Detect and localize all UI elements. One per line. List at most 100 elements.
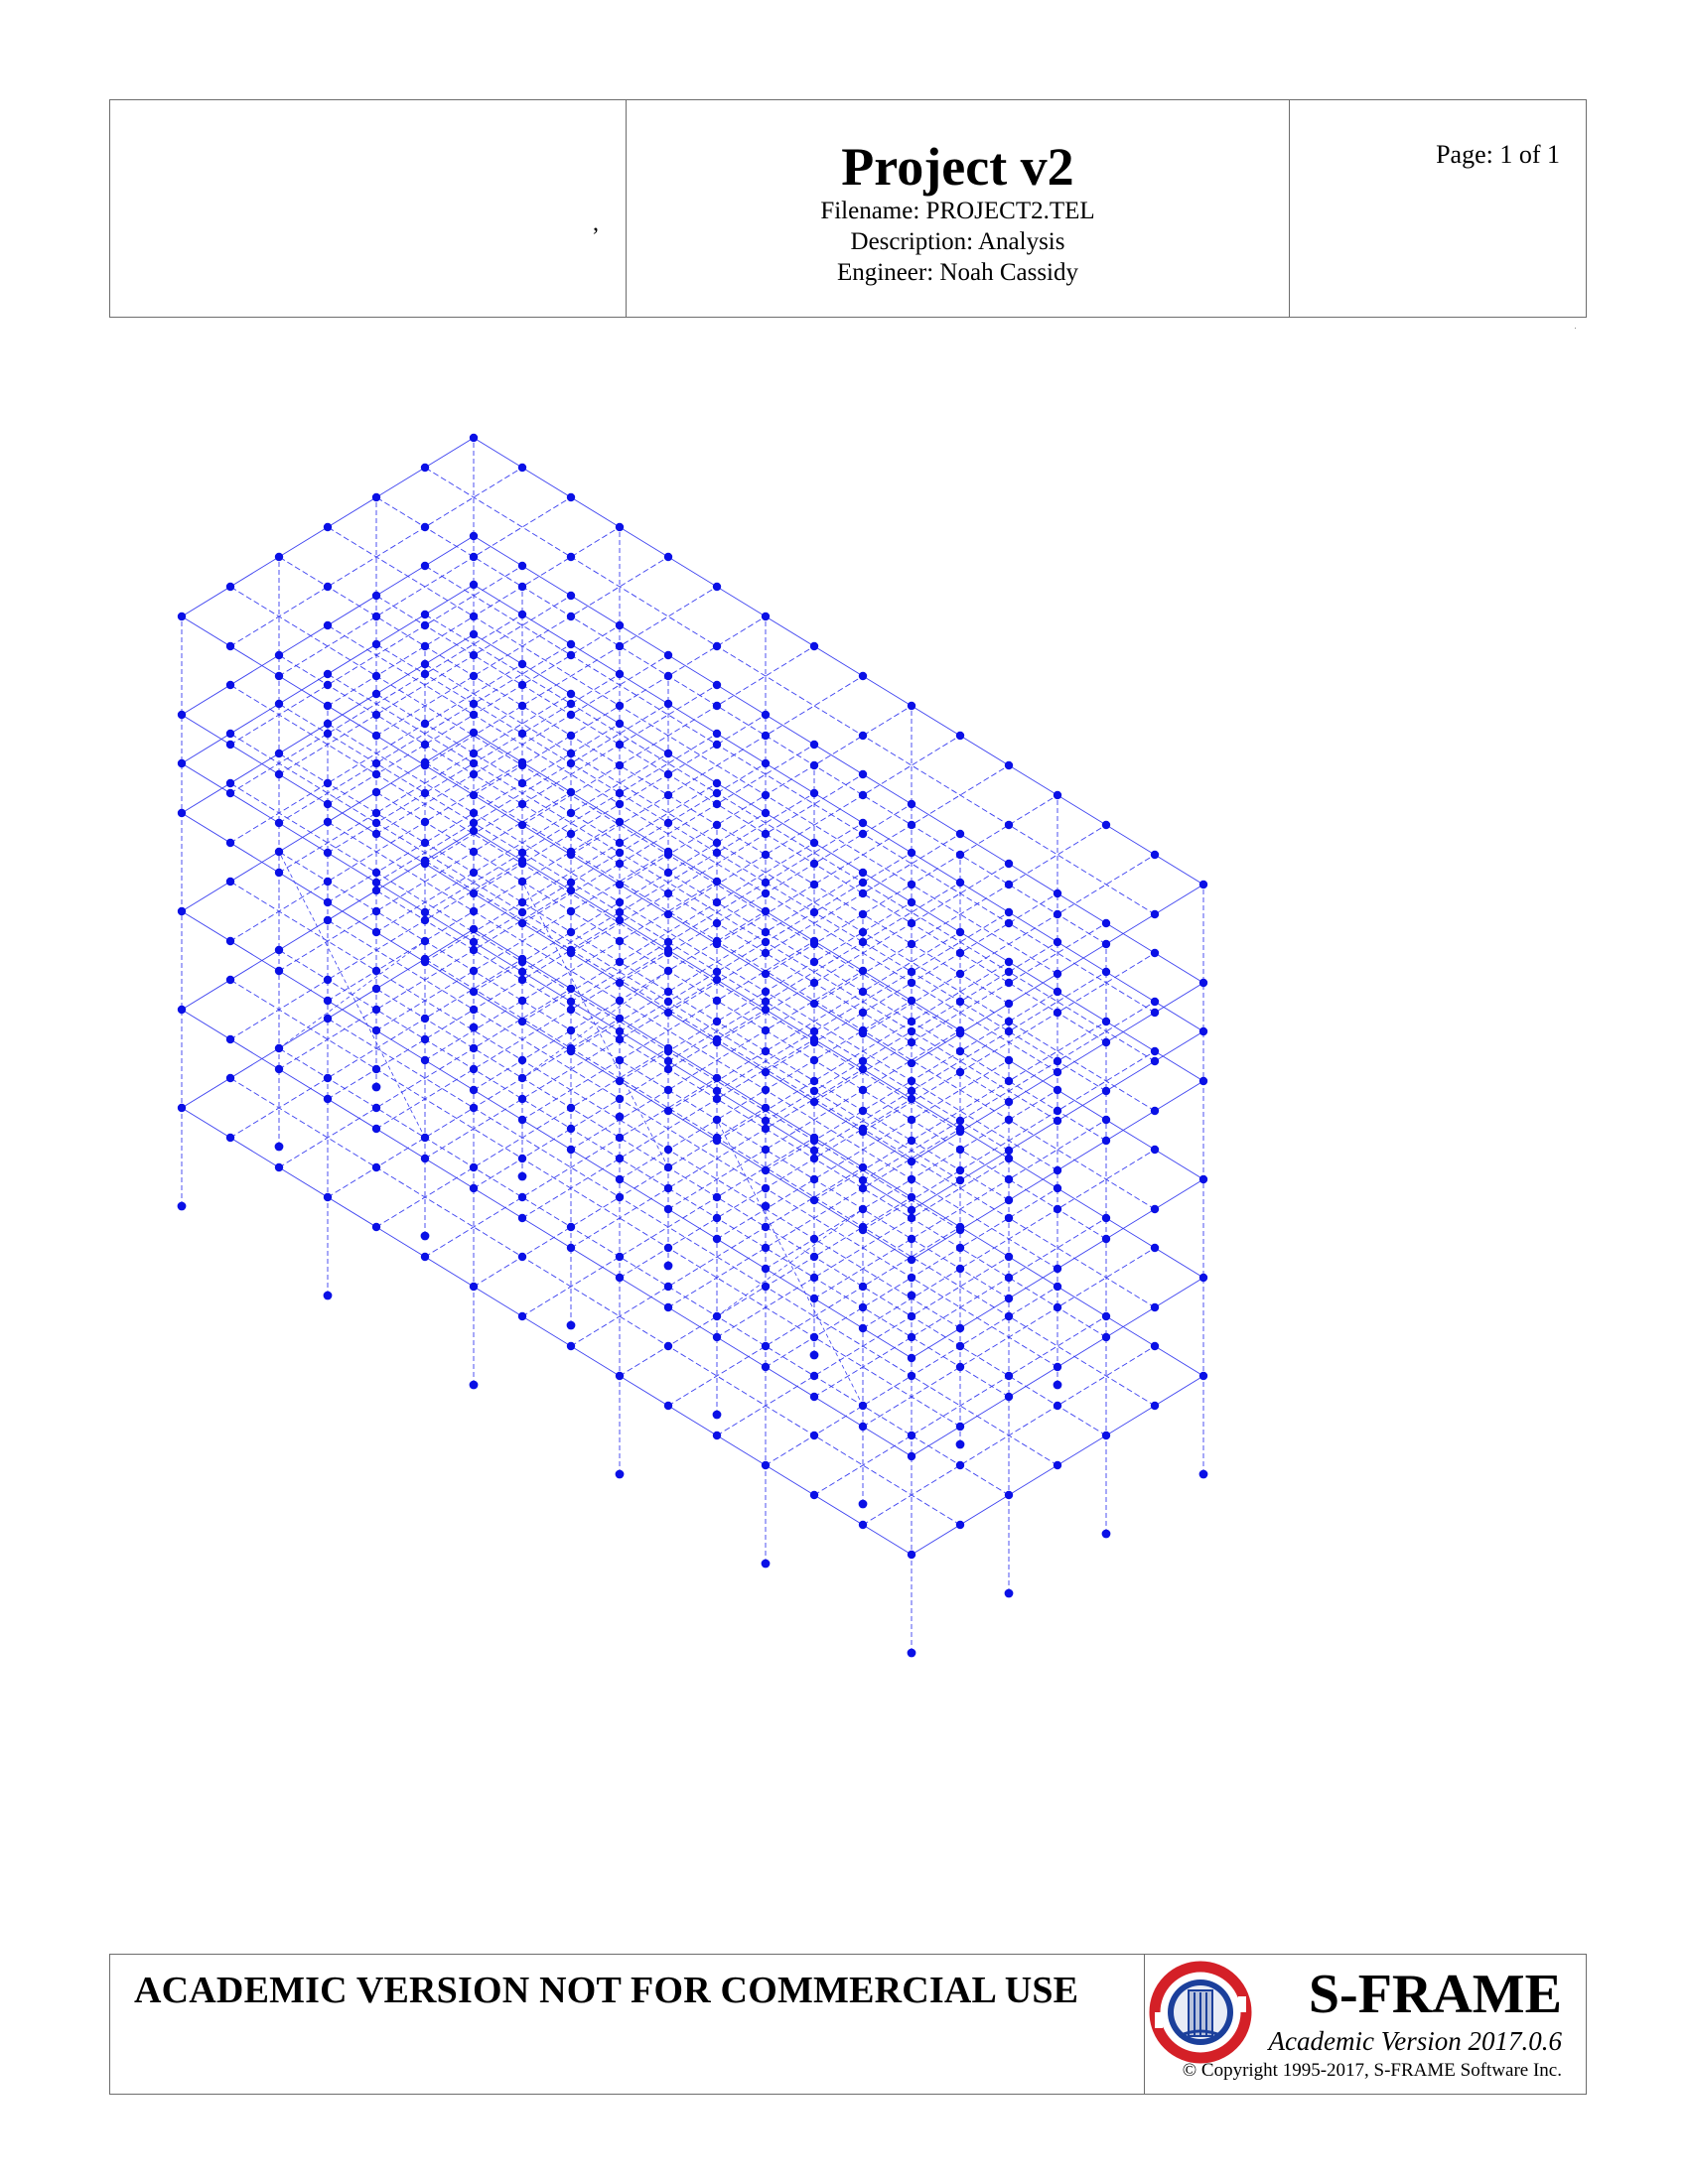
frame-node bbox=[323, 1192, 333, 1202]
frame-member bbox=[862, 1345, 1156, 1526]
frame-node bbox=[955, 829, 965, 839]
frame-node bbox=[809, 999, 819, 1009]
frame-node bbox=[1150, 997, 1160, 1007]
frame-node bbox=[1198, 880, 1208, 889]
frame-node bbox=[712, 838, 722, 848]
frame-node bbox=[712, 1192, 722, 1202]
frame-node bbox=[858, 1064, 868, 1074]
frame-node bbox=[517, 1154, 527, 1163]
frame-node bbox=[371, 689, 381, 699]
frame-node bbox=[663, 937, 673, 947]
frame-node bbox=[566, 1145, 576, 1155]
frame-node bbox=[615, 897, 625, 907]
frame-node bbox=[955, 1264, 965, 1274]
frame-node bbox=[323, 522, 333, 532]
frame-node bbox=[712, 1332, 722, 1342]
frame-node bbox=[469, 826, 479, 836]
frame-node bbox=[858, 868, 868, 878]
frame-node bbox=[469, 1085, 479, 1095]
frame-member bbox=[375, 791, 1107, 1240]
frame-node bbox=[712, 582, 722, 592]
frame-node bbox=[761, 758, 771, 768]
frame-node bbox=[566, 749, 576, 758]
frame-node bbox=[663, 1282, 673, 1292]
frame-node bbox=[1198, 1371, 1208, 1381]
frame-node bbox=[858, 888, 868, 898]
frame-node bbox=[615, 641, 625, 651]
frame-node bbox=[177, 710, 187, 720]
frame-node bbox=[371, 1082, 381, 1092]
frame-node bbox=[907, 1371, 916, 1381]
frame-node bbox=[420, 859, 430, 869]
frame-node bbox=[858, 1028, 868, 1038]
frame-node bbox=[615, 701, 625, 711]
frame-node bbox=[761, 1005, 771, 1015]
frame-node bbox=[712, 967, 722, 977]
frame-node bbox=[469, 580, 479, 590]
frame-node bbox=[517, 799, 527, 809]
frame-node bbox=[761, 987, 771, 997]
frame-node bbox=[663, 1056, 673, 1066]
frame-node bbox=[1004, 1146, 1014, 1156]
frame-member bbox=[278, 940, 426, 1049]
frame-node bbox=[858, 1499, 868, 1509]
frame-node bbox=[1053, 1183, 1062, 1193]
frame-node bbox=[371, 878, 381, 887]
frame-node bbox=[1053, 1401, 1062, 1411]
frame-node bbox=[323, 915, 333, 925]
frame-node bbox=[858, 1127, 868, 1137]
frame-node bbox=[761, 1222, 771, 1232]
frame-member bbox=[424, 565, 1156, 1014]
frame-member bbox=[424, 663, 1156, 1112]
frame-node bbox=[566, 731, 576, 741]
frame-node bbox=[566, 591, 576, 601]
frame-member bbox=[229, 1077, 961, 1526]
frame-node bbox=[274, 966, 284, 976]
frame-node bbox=[566, 492, 576, 502]
frame-node bbox=[955, 850, 965, 860]
frame-member bbox=[229, 586, 961, 1034]
frame-node bbox=[420, 620, 430, 630]
frame-node bbox=[566, 878, 576, 887]
frame-node bbox=[323, 729, 333, 739]
frame-node bbox=[371, 868, 381, 878]
frame-node bbox=[1101, 1213, 1111, 1223]
frame-node bbox=[469, 1183, 479, 1193]
frame-node bbox=[663, 769, 673, 779]
frame-node bbox=[517, 463, 527, 473]
frame-member bbox=[473, 633, 1204, 1082]
frame-node bbox=[469, 671, 479, 681]
frame-member bbox=[716, 1208, 864, 1317]
frame-node bbox=[420, 1034, 430, 1044]
frame-node bbox=[663, 888, 673, 898]
frame-node bbox=[1004, 918, 1014, 928]
frame-node bbox=[371, 671, 381, 681]
frame-node bbox=[517, 957, 527, 967]
frame-node bbox=[955, 1422, 965, 1432]
frame-node bbox=[761, 888, 771, 898]
version-text: Academic Version 2017.0.6 bbox=[1268, 2026, 1562, 2056]
frame-node bbox=[907, 1115, 916, 1125]
frame-node bbox=[517, 967, 527, 977]
frame-node bbox=[1004, 1294, 1014, 1303]
frame-node bbox=[1053, 888, 1062, 898]
frame-node bbox=[1053, 1008, 1062, 1018]
frame-node bbox=[663, 1145, 673, 1155]
frame-node bbox=[469, 818, 479, 828]
frame-node bbox=[371, 591, 381, 601]
frame-node bbox=[566, 948, 576, 958]
filename-text: Filename: PROJECT2.TEL bbox=[820, 198, 1095, 224]
frame-node bbox=[323, 1073, 333, 1083]
frame-node bbox=[663, 997, 673, 1007]
frame-member bbox=[327, 526, 1058, 975]
frame-node bbox=[566, 710, 576, 720]
frame-node bbox=[615, 799, 625, 809]
frame-node bbox=[1053, 1362, 1062, 1372]
frame-node bbox=[274, 818, 284, 828]
frame-node bbox=[323, 1291, 333, 1300]
frame-node bbox=[517, 1094, 527, 1104]
frame-node bbox=[1004, 1174, 1014, 1184]
frame-node bbox=[858, 1323, 868, 1333]
frame-member bbox=[278, 556, 1010, 1005]
frame-node bbox=[712, 1086, 722, 1096]
